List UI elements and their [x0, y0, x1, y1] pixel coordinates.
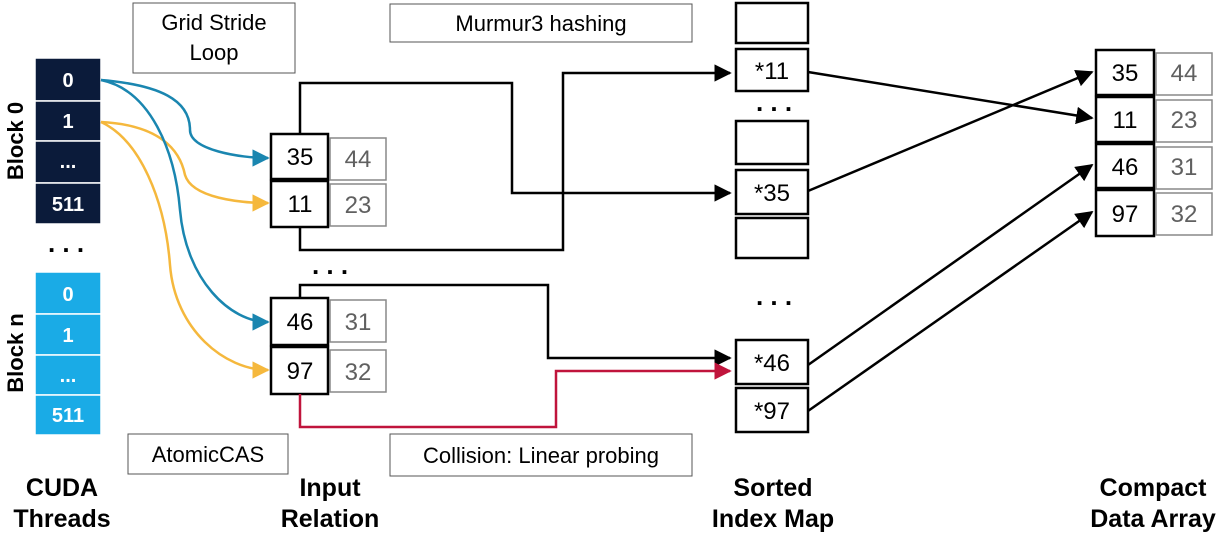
svg-text:Collision: Linear probing: Collision: Linear probing	[423, 443, 659, 468]
label-cuda: CUDA	[26, 474, 98, 502]
hash-lines	[298, 64, 732, 367]
input-key: 46	[287, 309, 314, 336]
index-dots-bottom: . . .	[756, 281, 792, 311]
compact-data-array: 35 44 11 23 46 31 97 32	[1094, 48, 1213, 238]
input-value: 32	[345, 359, 372, 386]
label-index-map: Index Map	[712, 505, 834, 533]
compact-key: 97	[1112, 201, 1139, 228]
input-relation: 35 44 11 23 46 31 97 32	[269, 132, 387, 396]
index-cell: *46	[754, 350, 790, 377]
label-compact: Compact	[1100, 474, 1208, 502]
index-cell: *35	[754, 180, 790, 207]
thread-cell: 1	[62, 111, 73, 133]
compact-key: 11	[1113, 107, 1138, 134]
thread-cell: 511	[52, 194, 84, 216]
label-threads: Threads	[13, 505, 110, 533]
compact-key: 46	[1112, 154, 1139, 181]
compact-key: 35	[1112, 60, 1139, 87]
thread-cell: 1	[62, 325, 73, 347]
input-value: 44	[345, 146, 372, 173]
block-0-label: Block 0	[3, 102, 28, 180]
label-data-array: Data Array	[1090, 505, 1216, 533]
thread-cell: ...	[60, 365, 77, 387]
input-key: 11	[288, 191, 313, 218]
block-n: 0 1 ... 511	[34, 271, 102, 436]
block-0: 0 1 ... 511	[34, 57, 102, 225]
label-input: Input	[299, 474, 361, 502]
input-key: 97	[287, 358, 314, 385]
thread-cell: 511	[52, 405, 84, 427]
input-key: 35	[287, 144, 314, 171]
label-sorted: Sorted	[733, 474, 812, 502]
compact-arrows	[807, 70, 1094, 413]
thread-cell: ...	[60, 151, 77, 173]
blocks-dots: . . .	[48, 228, 84, 258]
sorted-index-map: *11 *35 *46 *97	[734, 1, 810, 434]
compact-value: 32	[1171, 201, 1198, 228]
column-labels: CUDA Threads Input Relation Sorted Index…	[13, 474, 1215, 533]
input-value: 23	[345, 192, 372, 219]
block-n-label: Block n	[3, 313, 28, 392]
label-relation: Relation	[281, 505, 380, 533]
atomiccas-note: AtomicCAS	[127, 433, 289, 475]
svg-text:AtomicCAS: AtomicCAS	[152, 442, 264, 467]
thread-arrows	[100, 78, 270, 379]
input-value: 31	[345, 309, 372, 336]
index-dots-top: . . .	[756, 87, 792, 117]
thread-cell: 0	[62, 284, 73, 306]
thread-cell: 0	[62, 70, 73, 92]
murmur-note: Murmur3 hashing	[389, 3, 693, 43]
svg-text:Grid Stride: Grid Stride	[161, 10, 266, 35]
svg-text:Loop: Loop	[190, 40, 239, 65]
grid-stride-note: Grid Stride Loop	[132, 2, 296, 74]
index-cell: *97	[754, 398, 790, 425]
svg-text:Murmur3 hashing: Murmur3 hashing	[455, 11, 626, 36]
index-cell: *11	[755, 58, 789, 85]
input-dots: . . .	[312, 250, 348, 280]
collision-line	[298, 362, 732, 429]
compact-value: 44	[1171, 60, 1198, 87]
compact-value: 23	[1171, 107, 1198, 134]
collision-note: Collision: Linear probing	[389, 433, 693, 477]
compact-value: 31	[1171, 154, 1198, 181]
